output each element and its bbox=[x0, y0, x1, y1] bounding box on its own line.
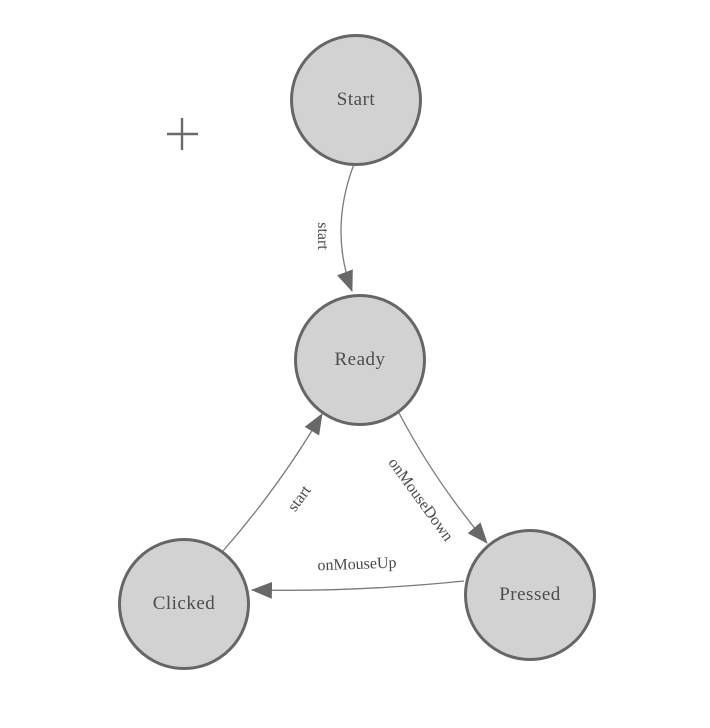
state-node-clicked[interactable]: Clicked bbox=[118, 538, 250, 670]
edge-label-pressed-to-clicked[interactable]: onMouseUp bbox=[317, 554, 397, 575]
state-node-pressed[interactable]: Pressed bbox=[464, 529, 596, 661]
state-node-label: Pressed bbox=[499, 584, 561, 605]
state-node-start[interactable]: Start bbox=[290, 34, 422, 166]
state-node-ready[interactable]: Ready bbox=[294, 294, 426, 426]
edge-label-ready-to-pressed[interactable]: onMouseDown bbox=[384, 454, 457, 545]
plus-crosshair-cursor-icon bbox=[167, 118, 198, 150]
edge-clicked-to-ready bbox=[222, 413, 323, 552]
edge-pressed-to-clicked bbox=[250, 580, 465, 599]
edge-label-start-to-ready[interactable]: start bbox=[314, 222, 331, 250]
state-node-label: Ready bbox=[334, 349, 386, 370]
edge-label-clicked-to-ready[interactable]: start bbox=[284, 482, 315, 515]
state-node-label: Clicked bbox=[152, 593, 216, 614]
edge-start-to-ready bbox=[337, 163, 355, 292]
state-node-label: Start bbox=[336, 89, 376, 110]
